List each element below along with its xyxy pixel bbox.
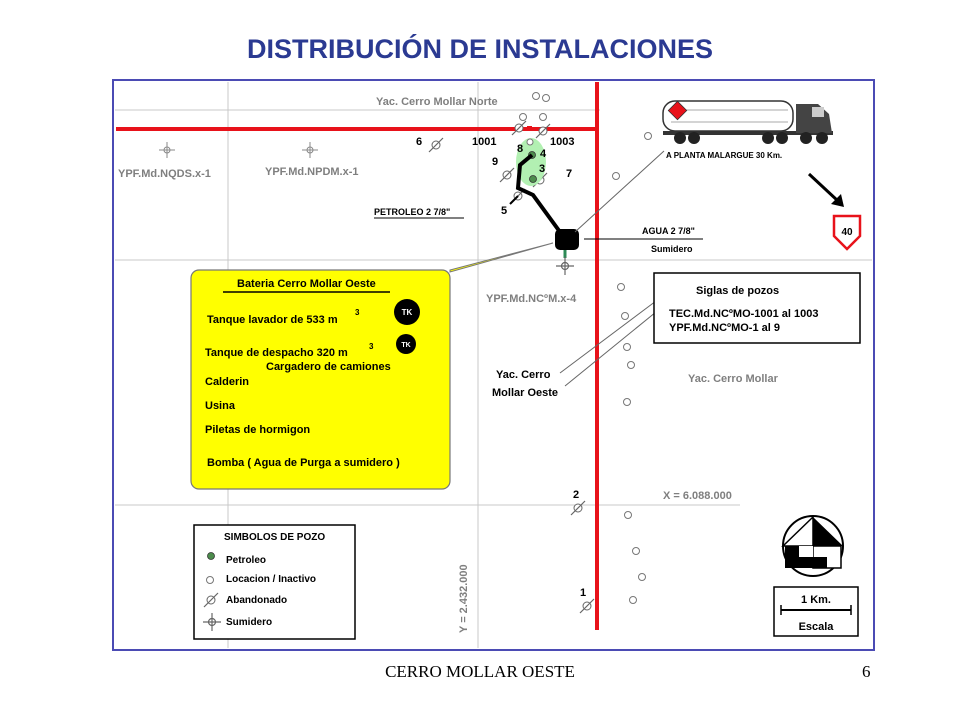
codes-leader-line (559, 300, 657, 374)
tank-badge-label: TK (401, 342, 410, 349)
codes-leader-line (564, 311, 657, 387)
well-number-9: 9 (492, 156, 498, 168)
oil-well (526, 138, 534, 146)
battery-power-plant: Usina (205, 400, 236, 412)
well-number-8: 8 (517, 143, 523, 155)
scale-box (773, 586, 859, 637)
coordinate-y-label: Y = 2.432.000 (458, 564, 470, 633)
slide-title: DISTRIBUCIÓN DE INSTALACIONES (246, 34, 713, 64)
legend-sump-symbol (203, 613, 221, 631)
battery-truck-loading: Cargadero de camiones (266, 361, 391, 373)
reference-well-nqds: YPF.Md.NQDS.x-1 (118, 168, 211, 180)
tanker-truck-icon (662, 100, 833, 144)
north-arrow-icon (781, 515, 844, 577)
oil-flowline (509, 195, 519, 205)
pipeline-label-oil: PETROLEO 2 7/8" (374, 207, 450, 217)
battery-callout (190, 269, 451, 490)
footer-title: CERRO MOLLAR OESTE (385, 662, 575, 681)
sump-well (556, 257, 574, 275)
well-number-1003: 1003 (550, 136, 574, 148)
battery-pump: Bomba ( Agua de Purga a sumidero ) (207, 457, 400, 469)
area-label-east: Yac. Cerro Mollar (688, 373, 779, 385)
legend-oil: Petroleo (226, 555, 266, 566)
scale-distance: 1 Km. (801, 594, 831, 606)
legend-title: SIMBOLOS DE POZO (224, 532, 325, 543)
oil-well-cluster (516, 138, 546, 186)
road-marker (527, 126, 532, 131)
page-number: 6 (862, 662, 871, 681)
area-label-west-2: Mollar Oeste (492, 387, 558, 399)
battery-heater: Calderin (205, 376, 249, 388)
battery-callout-pointer (449, 242, 554, 273)
legend-inactive-symbol (206, 576, 214, 584)
oil-flowline (515, 153, 562, 234)
route-number: 40 (841, 227, 853, 238)
well-codes-line-1: TEC.Md.NCºMO-1001 al 1003 (669, 308, 819, 320)
well-codes-line-2: YPF.Md.NCºMO-1 al 9 (669, 322, 780, 334)
well-number-3: 3 (539, 163, 545, 175)
well-codes-title: Siglas de pozos (696, 285, 779, 297)
battery-wash-tank: Tanque lavador de 533 m (207, 314, 338, 326)
battery-concrete-pools: Piletas de hormigon (205, 424, 310, 436)
route-arrow-head (831, 194, 844, 207)
truck-leader-line (574, 150, 665, 233)
battery-site (555, 229, 579, 250)
route-shield-icon: 40 (832, 214, 862, 251)
tank-icon (394, 299, 420, 325)
battery-wash-tank-unit: 3 (355, 308, 360, 317)
battery-dispatch-tank-unit: 3 (369, 342, 374, 351)
tank-badge-label: TK (402, 308, 413, 317)
pipeline-label-water: AGUA 2 7/8" (642, 226, 695, 236)
well-number-2: 2 (573, 489, 579, 501)
reference-well-ncm: YPF.Md.NCºM.x-4 (486, 293, 577, 305)
legend-inactive: Locacion / Inactivo (226, 574, 316, 585)
coordinate-x-label: X = 6.088.000 (663, 490, 732, 502)
legend-abandoned: Abandonado (226, 595, 287, 606)
battery-dispatch-tank: Tanque de despacho 320 m (205, 347, 348, 359)
well-codes-box (653, 272, 861, 344)
well-number-5: 5 (501, 205, 507, 217)
scale-label: Escala (799, 621, 835, 633)
legend-box (193, 524, 356, 640)
truck-caption: A PLANTA MALARGUE 30 Km. (666, 151, 782, 160)
area-label-north: Yac. Cerro Mollar Norte (376, 96, 498, 108)
well-number-6: 6 (416, 136, 422, 148)
well-number-1001: 1001 (472, 136, 496, 148)
area-label-west-1: Yac. Cerro (496, 369, 551, 381)
battery-title: Bateria Cerro Mollar Oeste (237, 278, 376, 290)
legend-sump: Sumidero (226, 617, 272, 628)
legend-oil-symbol (207, 552, 215, 560)
reference-well-npdm: YPF.Md.NPDM.x-1 (265, 166, 359, 178)
pipeline-label-sump: Sumidero (651, 244, 693, 254)
well-number-7: 7 (566, 168, 572, 180)
oil-well (529, 175, 537, 183)
tank-icon (396, 334, 416, 354)
route-arrow (807, 172, 840, 203)
well-number-1: 1 (580, 587, 586, 599)
well-number-4: 4 (540, 148, 547, 160)
